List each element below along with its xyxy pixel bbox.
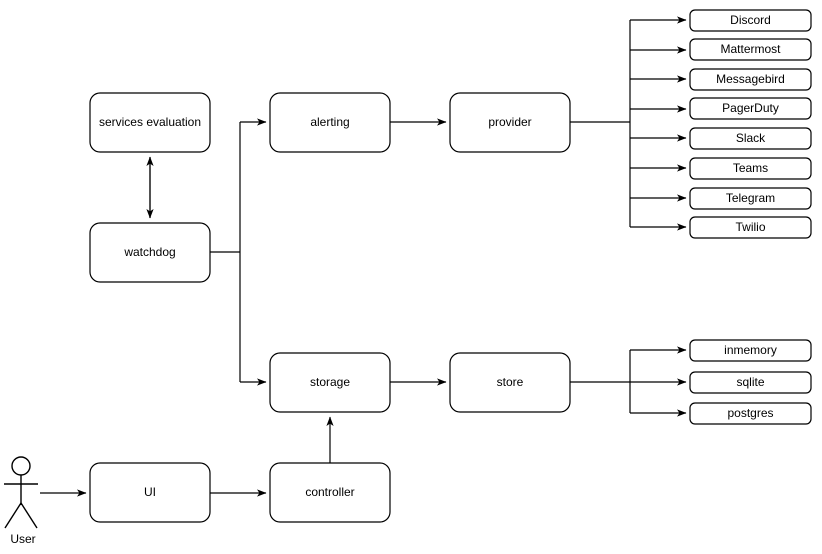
node-watchdog[interactable]: watchdog <box>89 222 211 283</box>
stick-figure-head-icon <box>11 456 31 476</box>
node-provider-messagebird-label: Messagebird <box>716 72 785 86</box>
node-provider-mattermost-label: Mattermost <box>720 42 781 56</box>
node-ui[interactable]: UI <box>89 462 211 523</box>
node-store-sqlite-label: sqlite <box>736 375 764 389</box>
node-provider-teams[interactable]: Teams <box>689 157 812 180</box>
node-provider-telegram[interactable]: Telegram <box>689 187 812 210</box>
actor-user-label: User <box>10 532 35 546</box>
node-controller-label: controller <box>305 485 354 499</box>
node-storage-label: storage <box>310 375 350 389</box>
node-provider-teams-label: Teams <box>733 161 768 175</box>
node-provider-mattermost-box[interactable] <box>689 38 812 61</box>
node-provider-twilio-box[interactable] <box>689 216 812 239</box>
node-provider-box[interactable] <box>449 92 571 153</box>
node-provider-twilio[interactable]: Twilio <box>689 216 812 239</box>
node-alerting-label: alerting <box>310 115 349 129</box>
node-controller[interactable]: controller <box>269 462 391 523</box>
node-provider-messagebird[interactable]: Messagebird <box>689 68 812 91</box>
node-ui-box[interactable] <box>89 462 211 523</box>
node-store-label: store <box>497 375 524 389</box>
node-store-sqlite[interactable]: sqlite <box>689 371 812 394</box>
node-services-evaluation[interactable]: services evaluation <box>89 92 211 153</box>
node-controller-box[interactable] <box>269 462 391 523</box>
stick-figure-left-leg-icon <box>4 502 22 529</box>
node-store-postgres[interactable]: postgres <box>689 402 812 425</box>
node-provider-slack-label: Slack <box>736 131 766 145</box>
node-storage-box[interactable] <box>269 352 391 413</box>
node-services-evaluation-label: services evaluation <box>99 115 201 129</box>
node-store-inmemory-box[interactable] <box>689 339 812 362</box>
node-store-inmemory[interactable]: inmemory <box>689 339 812 362</box>
node-store-inmemory-label: inmemory <box>724 343 777 357</box>
node-provider-telegram-label: Telegram <box>726 191 775 205</box>
node-provider-discord-label: Discord <box>730 13 771 27</box>
node-provider-pagerduty[interactable]: PagerDuty <box>689 97 812 120</box>
node-store[interactable]: store <box>449 352 571 413</box>
node-alerting-box[interactable] <box>269 92 391 153</box>
node-provider-pagerduty-label: PagerDuty <box>722 101 779 115</box>
node-alerting[interactable]: alerting <box>269 92 391 153</box>
node-provider-pagerduty-box[interactable] <box>689 97 812 120</box>
node-provider-slack[interactable]: Slack <box>689 127 812 150</box>
actor-user[interactable]: User <box>4 456 38 546</box>
node-provider-label: provider <box>488 115 531 129</box>
node-provider-mattermost[interactable]: Mattermost <box>689 38 812 61</box>
node-store-box[interactable] <box>449 352 571 413</box>
node-provider-teams-box[interactable] <box>689 157 812 180</box>
node-store-sqlite-box[interactable] <box>689 371 812 394</box>
stick-figure-right-leg-icon <box>20 502 38 529</box>
node-provider-telegram-box[interactable] <box>689 187 812 210</box>
node-ui-label: UI <box>144 485 156 499</box>
node-provider-twilio-label: Twilio <box>735 220 765 234</box>
edge-layer <box>40 16 687 497</box>
node-provider-slack-box[interactable] <box>689 127 812 150</box>
node-storage[interactable]: storage <box>269 352 391 413</box>
node-provider-discord-box[interactable] <box>689 9 812 32</box>
node-services-evaluation-box[interactable] <box>89 92 211 153</box>
node-provider-discord[interactable]: Discord <box>689 9 812 32</box>
node-provider-messagebird-box[interactable] <box>689 68 812 91</box>
node-store-postgres-box[interactable] <box>689 402 812 425</box>
node-provider[interactable]: provider <box>449 92 571 153</box>
node-store-postgres-label: postgres <box>727 406 773 420</box>
node-watchdog-box[interactable] <box>89 222 211 283</box>
node-watchdog-label: watchdog <box>123 245 175 259</box>
